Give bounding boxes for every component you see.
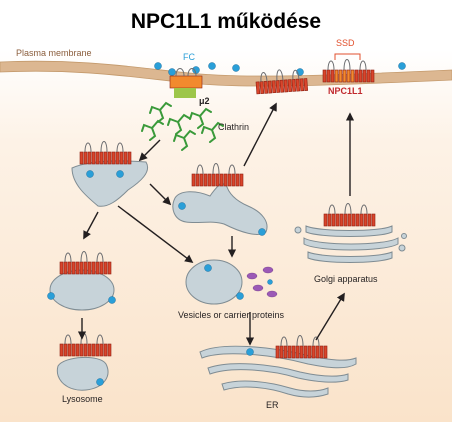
lysosome — [56, 333, 112, 391]
fc-label: FC — [183, 52, 195, 62]
early-endosome — [71, 141, 148, 207]
vesicles-label: Vesicles or carrier proteins — [178, 310, 285, 320]
free-cholesterol-dots — [154, 62, 406, 76]
ssd-bracket — [334, 53, 361, 60]
er-label: ER — [266, 400, 279, 410]
mu2-label: μ2 — [199, 96, 210, 106]
er-cholesterol-dot — [246, 348, 254, 356]
npc1l1-label: NPC1L1 — [328, 86, 363, 96]
late-endosome — [47, 251, 116, 311]
vesicle — [185, 259, 244, 305]
lysosome-label: Lysosome — [62, 394, 103, 404]
diagram-title: NPC1L1 működése — [131, 10, 321, 33]
ssd-label: SSD — [336, 38, 355, 48]
carrier-proteins — [246, 266, 278, 298]
pathway-arrows — [77, 102, 355, 346]
golgi-label: Golgi apparatus — [314, 274, 378, 284]
npc1l1-membrane-internalizing — [169, 68, 203, 98]
tubular-endosome — [172, 163, 268, 236]
plasma-membrane-label: Plasma membrane — [16, 48, 92, 58]
clathrin-label: Clathrin — [218, 122, 249, 132]
golgi-apparatus — [294, 225, 407, 263]
